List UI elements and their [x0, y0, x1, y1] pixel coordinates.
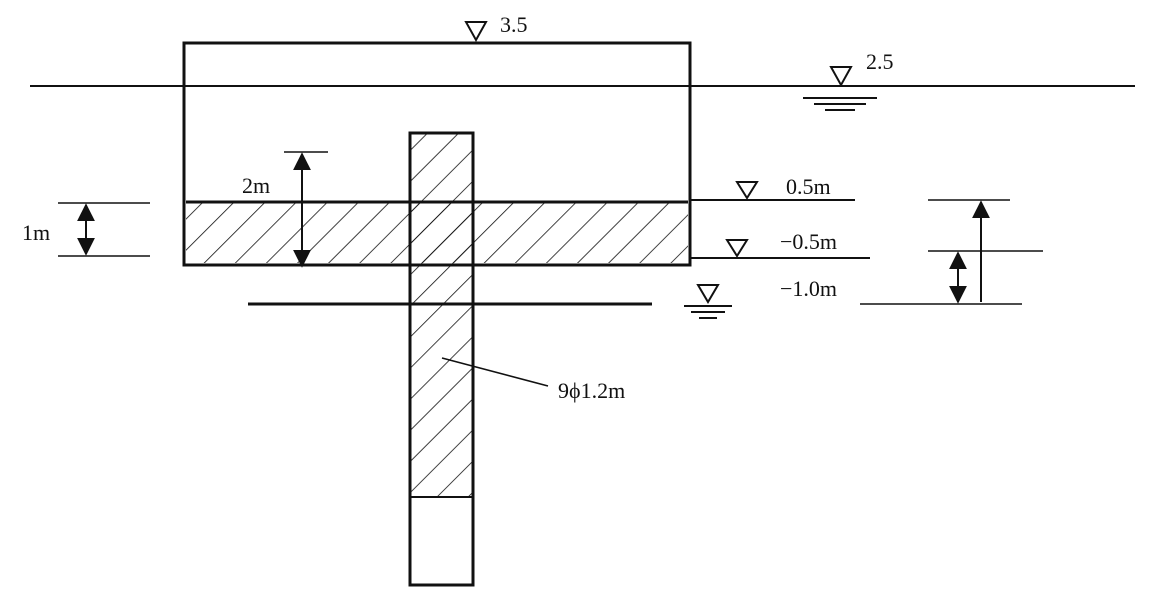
- water-level-triangle-icon: [829, 66, 853, 88]
- scour-symbol-icon: [684, 305, 732, 319]
- top-elevation-triangle-icon: [464, 21, 488, 43]
- pile-callout-label: 9ϕ1.2m: [558, 378, 625, 403]
- pile: [408, 131, 475, 587]
- water-level-label: 2.5: [866, 49, 894, 74]
- cap-top-triangle-icon: [735, 181, 759, 200]
- water-depth-label: 2m: [242, 173, 270, 198]
- cap-bottom-triangle-icon: [725, 239, 749, 258]
- cap-thickness-label: 1m: [22, 220, 50, 245]
- pile-hatched: [410, 133, 473, 497]
- pile-callout-leader: [441, 357, 549, 387]
- top-elevation-label: 3.5: [500, 12, 528, 37]
- scour-triangle-icon: [696, 284, 720, 304]
- scour-label: −1.0m: [780, 276, 837, 301]
- cap-bottom-label: −0.5m: [780, 229, 837, 254]
- cap-top-label: 0.5m: [786, 174, 831, 199]
- water-level-symbol-icon: [803, 97, 877, 111]
